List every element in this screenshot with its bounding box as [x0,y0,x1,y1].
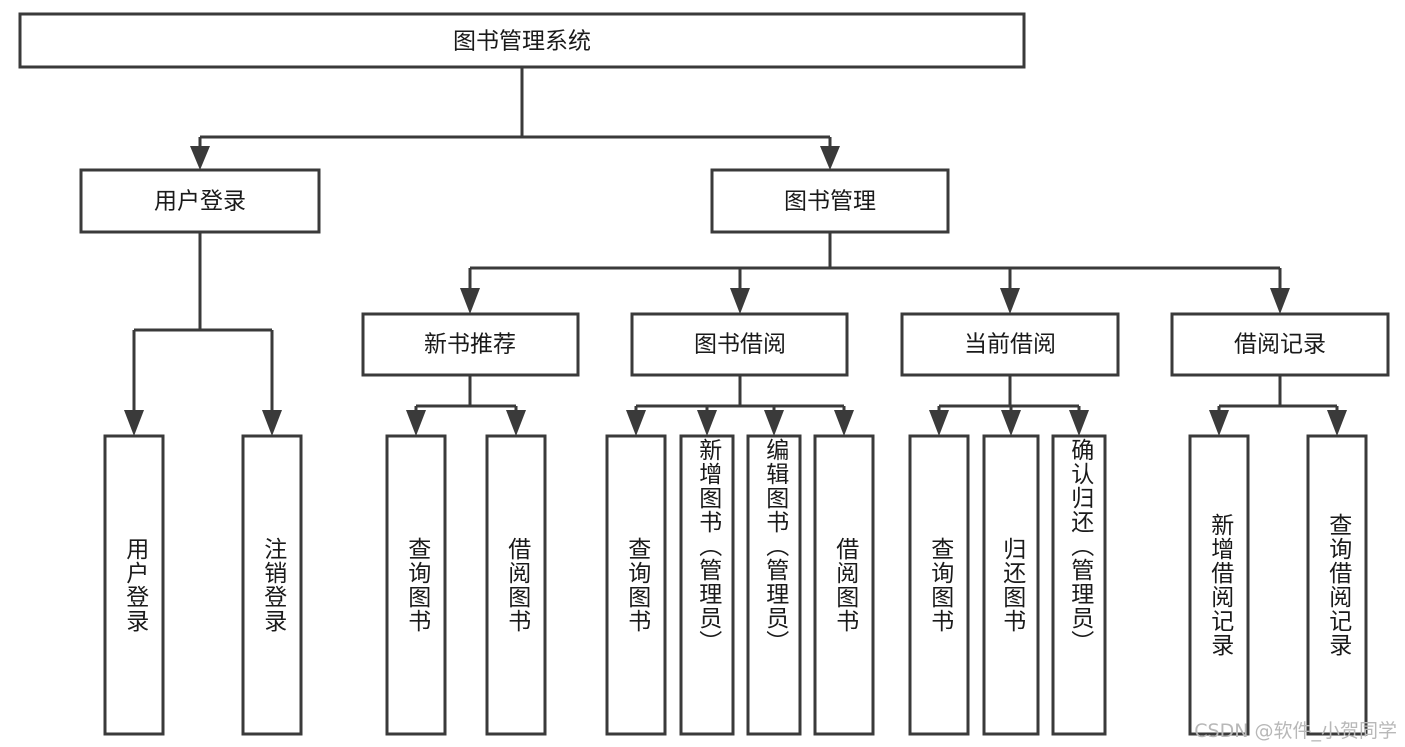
node-current-borrow[interactable]: 当前借阅 [900,312,1120,377]
arrow-head-leaf-logout [262,410,282,436]
csdn-watermark: CSDN @软件_小贺同学 [1194,720,1397,742]
arrow-head-bw-leaf1 [626,410,646,436]
arrow-head-bw-leaf3 [764,410,784,436]
leaf-box-add-borrow-record[interactable] [1188,434,1250,736]
arrow-head-book-mgmt [820,146,840,170]
node-box-root[interactable] [18,12,1026,69]
node-new-book-recommend[interactable]: 新书推荐 [361,312,580,377]
node-label-user-login: 用户登录 [154,189,246,215]
node-box-book-borrow[interactable] [630,312,849,377]
arrow-head-new-book [460,288,480,314]
leaf-box-query-borrow-record[interactable] [1306,434,1368,736]
node-box-borrow-record[interactable] [1170,312,1390,377]
arrow-head-nb-leaf2 [506,410,526,436]
leaf-box-return-book[interactable] [982,434,1040,736]
connector-group-currentborrow-to-leaves [929,375,1089,436]
connector-group-root-to-level2 [190,67,840,170]
node-label-book-borrow: 图书借阅 [694,332,786,358]
node-box-new-book-recommend[interactable] [361,312,580,377]
connector-group-borrowrecord-to-leaves [1209,375,1347,436]
node-user-login[interactable]: 用户登录 [79,168,321,234]
arrow-head-cb-leaf1 [929,410,949,436]
leaf-box-query-book-1[interactable] [385,434,447,736]
arrow-head-bw-leaf2 [697,410,717,436]
arrow-head-nb-leaf1 [406,410,426,436]
node-book-borrow[interactable]: 图书借阅 [630,312,849,377]
arrow-head-borrow-record [1270,288,1290,314]
leaf-box-user-login[interactable] [103,434,165,736]
leaf-box-confirm-return-admin[interactable] [1051,434,1107,736]
arrow-head-br-leaf1 [1209,410,1229,436]
node-label-book-management: 图书管理 [784,189,876,215]
node-label-root: 图书管理系统 [453,29,591,55]
connector-group-newbook-to-leaves [406,375,526,436]
arrow-head-bw-leaf4 [834,410,854,436]
connector-group-borrow-to-leaves [626,375,854,436]
node-box-book-management[interactable] [710,168,950,234]
leaf-box-borrow-book-2[interactable] [813,434,875,736]
leaf-box-query-book-2[interactable] [605,434,667,736]
node-box-current-borrow[interactable] [900,312,1120,377]
connector-group-bookmgmt-to-level3 [460,232,1290,314]
leaf-box-query-book-3[interactable] [908,434,970,736]
node-book-management[interactable]: 图书管理 [710,168,950,234]
node-label-current-borrow: 当前借阅 [964,332,1056,358]
arrow-head-br-leaf2 [1327,410,1347,436]
connector-group-userlogin-to-leaves [124,232,282,436]
arrow-head-cb-leaf3 [1069,410,1089,436]
leaf-box-edit-book-admin[interactable] [746,434,802,736]
arrow-head-user-login [190,146,210,170]
node-label-borrow-record: 借阅记录 [1234,332,1326,358]
arrow-head-borrow [730,288,750,314]
arrow-head-leaf-user-login [124,410,144,436]
node-borrow-record[interactable]: 借阅记录 [1170,312,1390,377]
arrow-head-cb-leaf2 [1001,410,1021,436]
node-root-system[interactable]: 图书管理系统 [18,12,1026,69]
leaf-box-logout[interactable] [241,434,303,736]
leaf-box-add-book-admin[interactable] [679,434,735,736]
arrow-head-current-borrow [1000,288,1020,314]
leaf-box-borrow-book-1[interactable] [485,434,547,736]
node-label-new-book-recommend: 新书推荐 [424,332,516,358]
node-box-user-login[interactable] [79,168,321,234]
